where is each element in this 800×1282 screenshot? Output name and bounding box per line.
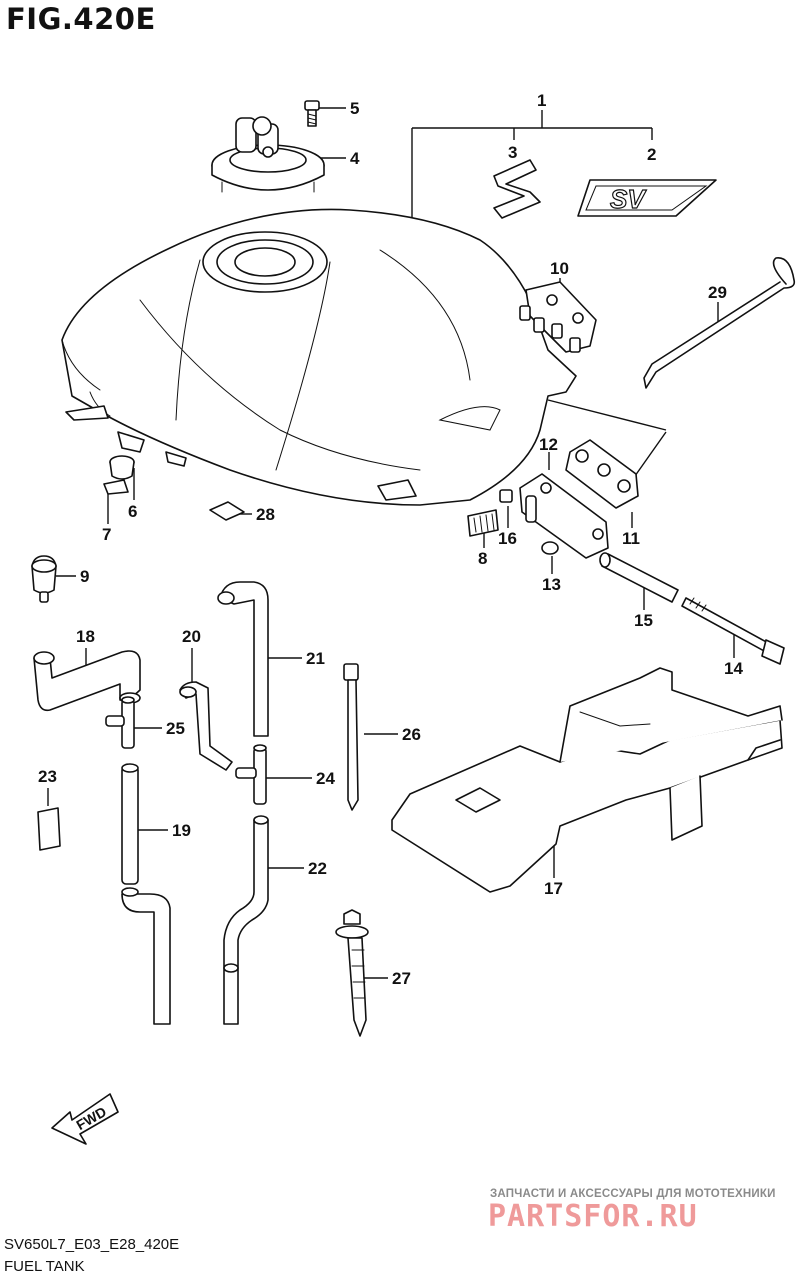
- part-7-damper: [103, 479, 129, 495]
- part-11-hinge-plate: [565, 439, 639, 509]
- callout-16: 16: [498, 529, 517, 548]
- figure-title: FIG.420E: [6, 2, 156, 36]
- part-15-spacer: [599, 552, 679, 603]
- part-3-s-emblem: [493, 159, 541, 219]
- part-6-grommet: [109, 455, 135, 480]
- callout-24: 24: [316, 769, 335, 788]
- callout-12: 12: [539, 435, 558, 454]
- callout-25: 25: [166, 719, 185, 738]
- part-10-bracket: [519, 281, 597, 353]
- callout-7: 7: [102, 525, 112, 544]
- diagram-code: SV650L7_E03_E28_420E: [4, 1236, 180, 1253]
- part-25-t-joint: [105, 696, 135, 749]
- callout-13: 13: [542, 575, 561, 594]
- part-14-bolt: [681, 597, 785, 665]
- leader-lines: [47, 107, 735, 979]
- part-24-t-joint: [235, 744, 267, 805]
- callout-22: 22: [308, 859, 327, 878]
- callout-29: 29: [708, 283, 727, 302]
- callout-20: 20: [182, 627, 201, 646]
- watermark-logo: PARTSFOR.RU: [488, 1199, 698, 1234]
- part-8-cushion: [467, 509, 499, 537]
- part-13-collar: [541, 541, 559, 555]
- part-20-hose: [179, 681, 233, 771]
- callout-6: 6: [128, 502, 138, 521]
- callout-23: 23: [38, 767, 57, 786]
- callout-4: 4: [350, 149, 360, 168]
- callout-5: 5: [350, 99, 360, 118]
- part-1-fuel-tank: [61, 208, 577, 506]
- part-22-hose: [223, 815, 269, 1025]
- callout-14: 14: [724, 659, 743, 678]
- part-9-rubber-cap: [31, 555, 57, 603]
- callout-2: 2: [647, 145, 657, 164]
- part-28-label: [209, 501, 245, 521]
- part-27-clamp-tie: [335, 909, 369, 1037]
- callout-17: 17: [544, 879, 563, 898]
- fwd-arrow-icon: FWD: [51, 1093, 119, 1145]
- part-4-fuel-cap: [211, 116, 325, 193]
- callout-19: 19: [172, 821, 191, 840]
- part-16-clip: [499, 489, 513, 503]
- callout-3: 3: [508, 143, 518, 162]
- callout-11: 11: [622, 529, 640, 548]
- callout-27: 27: [392, 969, 411, 988]
- callout-18: 18: [76, 627, 95, 646]
- part-23-label: [37, 807, 61, 851]
- sv-emblem-text: SV: [610, 184, 647, 214]
- callout-28: 28: [256, 505, 275, 524]
- diagram-name: FUEL TANK: [4, 1258, 85, 1275]
- callout-9: 9: [80, 567, 90, 586]
- part-29-rod: [643, 257, 796, 389]
- watermark-tagline: ЗАПЧАСТИ И АКСЕССУАРЫ ДЛЯ МОТОТЕХНИКИ: [490, 1188, 776, 1200]
- part-2-sv-emblem: SV: [577, 179, 717, 217]
- part-21-hose: [217, 581, 269, 737]
- part-19-hose: [121, 763, 171, 1025]
- part-12-hinge-bracket: [519, 473, 609, 559]
- callout-26: 26: [402, 725, 421, 744]
- part-17-tray: [391, 667, 783, 893]
- callout-1: 1: [537, 91, 547, 110]
- callout-15: 15: [634, 611, 653, 630]
- part-26-cable-tie: [343, 663, 359, 811]
- callout-21: 21: [306, 649, 325, 668]
- callout-10: 10: [550, 259, 569, 278]
- part-5-bolt: [304, 100, 320, 127]
- callout-8: 8: [478, 549, 488, 568]
